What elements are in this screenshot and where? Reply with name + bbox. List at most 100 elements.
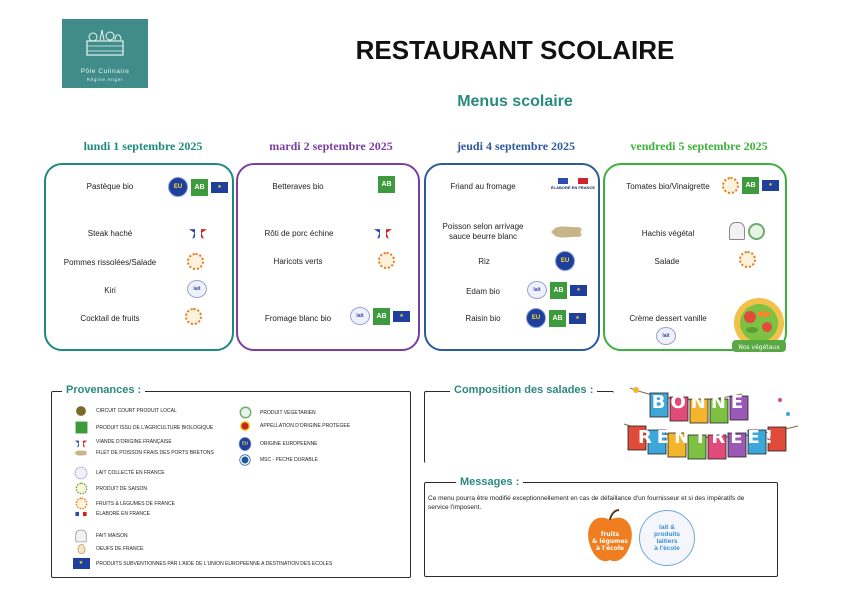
fruits-legumes-france-icon: [378, 252, 395, 269]
ab-bio-icon: AB: [191, 178, 208, 196]
provenance-row: APPELLATION D'ORIGINE PROTEGEE: [236, 419, 350, 433]
dish-label: Fromage blanc bio: [264, 314, 332, 323]
lait-logo-line4: à l'école: [654, 545, 680, 552]
oeufs-france-icon: [77, 544, 85, 554]
day-heading-friday: vendredi 5 septembre 2025: [630, 139, 768, 153]
fruits-legumes-ecole-logo: fruits & légumes à l'école: [585, 508, 635, 566]
aop-icon: [240, 421, 250, 431]
dish-badges: lait AB ★: [350, 307, 410, 325]
fruits-legumes-france-icon: [739, 251, 756, 268]
eu-badge-icon: EU: [168, 177, 188, 197]
provenance-label: FILET DE POISSON FRAIS DES PORTS BRETONS: [96, 450, 214, 456]
messages-panel: [424, 482, 778, 577]
vegetarien-icon: [748, 222, 765, 240]
dish-label: Edam bio: [466, 287, 500, 296]
dish-badges: [185, 308, 202, 325]
provenance-row: ★ PRODUITS SUBVENTIONNES PAR L'AIDE DE L'…: [72, 558, 332, 569]
provenance-label: CIRCUIT COURT PRODUIT LOCAL: [96, 408, 177, 414]
poisson-frais-icon: [74, 450, 88, 456]
dish-badges: ÉLABORÉ EN FRANCE: [551, 178, 595, 190]
pole-culinaire-logo: Pôle Culinaire Régine Anger: [62, 19, 148, 88]
dish-badges: [378, 252, 395, 269]
svg-text:& légumes: & légumes: [592, 538, 628, 545]
provenance-label: PRODUITS SUBVENTIONNES PAR L'AIDE DE L'U…: [96, 560, 333, 567]
provenance-row: FRUITS & LÉGUMES DE FRANCE: [72, 495, 175, 512]
provenance-row: ÉLABORÉ EN FRANCE: [72, 511, 150, 517]
dish-badges: [374, 223, 392, 239]
lait-ecole-logo: lait & produits laitiers à l'école: [639, 510, 695, 566]
bunting-decoration: [623, 387, 799, 460]
eu-flag-icon: ★: [211, 181, 228, 193]
viande-francaise-icon: [189, 223, 207, 239]
provenance-row: PRODUIT DE SAISON: [72, 480, 147, 497]
dish-label: Kiri: [104, 286, 116, 295]
vegetable-crate-icon: [86, 29, 124, 56]
dish-badges: lait AB ★: [527, 281, 587, 299]
dish-label: Haricots verts: [273, 257, 323, 266]
dish-label: Hachis végétal: [641, 229, 695, 238]
provenance-label: APPELLATION D'ORIGINE PROTEGEE: [260, 423, 351, 429]
ab-bio-icon: AB: [550, 281, 567, 299]
ab-bio-icon: AB: [742, 177, 759, 194]
dish-label: Friand au fromage: [450, 182, 516, 191]
eu-badge-icon: EU: [238, 437, 252, 451]
dish-label: Cocktail de fruits: [80, 314, 140, 323]
dish-label: Poisson selon arrivage sauce beurre blan…: [442, 222, 524, 241]
provenance-label: LAIT COLLECTÉ EN FRANCE: [96, 470, 165, 476]
provenances-panel: [51, 391, 411, 578]
svg-text:à l'école: à l'école: [596, 545, 624, 552]
provenance-label: PRODUIT ISSU DE L'AGRICULTURE BIOLOGIQUE: [96, 424, 214, 431]
viande-francaise-icon: [74, 436, 88, 448]
dish-badges: EU: [555, 251, 575, 271]
composition-panel: [424, 391, 614, 463]
dish-label: Pastèque bio: [86, 182, 134, 191]
fruits-legumes-france-icon: [722, 177, 739, 194]
dish-label: Tomates bio/Vinaigrette: [626, 182, 710, 191]
dish-badges: AB: [378, 176, 395, 193]
banner-word-2: RENTRÉE!: [637, 427, 779, 448]
dish-label: Raisin bio: [465, 314, 501, 323]
dish-badges: [551, 226, 583, 238]
eu-flag-icon: ★: [762, 180, 779, 191]
salad-badge-text: Nos végétaux: [738, 344, 780, 351]
provenance-label: PRODUIT VEGETARIEN: [260, 409, 316, 416]
provenance-row: VIANDE D'ORIGINE FRANÇAISE: [72, 434, 172, 450]
eu-flag-icon: ★: [393, 310, 410, 322]
eu-flag-icon: ★: [72, 558, 90, 569]
lait-france-icon: lait: [350, 307, 370, 325]
provenance-row: EU ORIGINE EUROPEENNE: [236, 434, 318, 454]
day-heading-monday: lundi 1 septembre 2025: [83, 139, 203, 153]
vegetarien-icon: [239, 406, 251, 419]
dish-label: Riz: [478, 257, 490, 266]
dish-badges: [189, 223, 207, 239]
produit-saison-icon: [75, 482, 87, 495]
provenance-row: PRODUIT ISSU DE L'AGRICULTURE BIOLOGIQUE: [72, 419, 213, 436]
viande-francaise-icon: [374, 223, 392, 239]
dish-badges: EU AB ★: [526, 308, 586, 328]
provenance-row: LAIT COLLECTÉ EN FRANCE: [72, 464, 165, 482]
dish-label: Betteraves bio: [272, 182, 324, 191]
salad-bowl-illustration: Nos végétaux: [732, 298, 786, 352]
provenance-row: OEUFS DE FRANCE: [72, 542, 144, 556]
provenance-row: CIRCUIT COURT PRODUIT LOCAL: [72, 404, 177, 418]
provenance-label: PRODUIT DE SAISON: [96, 485, 148, 492]
provenance-label: VIANDE D'ORIGINE FRANÇAISE: [96, 439, 172, 445]
lait-france-icon: lait: [527, 281, 547, 299]
ab-bio-icon: AB: [549, 309, 566, 327]
provenance-label: ORIGINE EUROPEENNE: [260, 441, 318, 447]
provenance-row: PRODUIT VEGETARIEN: [236, 404, 316, 421]
fruits-legumes-france-icon: [75, 497, 87, 510]
ab-bio-icon: AB: [378, 176, 395, 193]
dish-badges: [729, 222, 765, 240]
logo-line-1: Pôle Culinaire: [80, 68, 130, 75]
provenance-label: MSC - PECHE DURABLE: [260, 457, 318, 463]
day-heading-thursday: jeudi 4 septembre 2025: [456, 139, 576, 153]
dish-label: Pommes rissolées/Salade: [63, 258, 157, 267]
dish-badges: lait: [656, 327, 676, 345]
eu-badge-icon: EU: [555, 251, 575, 271]
page-title: RESTAURANT SCOLAIRE: [355, 35, 675, 65]
dish-badges: [187, 253, 204, 270]
circuit-court-icon: [76, 406, 86, 416]
provenance-row: MSC - PECHE DURABLE: [236, 453, 318, 467]
fruits-legumes-france-icon: [185, 308, 202, 325]
